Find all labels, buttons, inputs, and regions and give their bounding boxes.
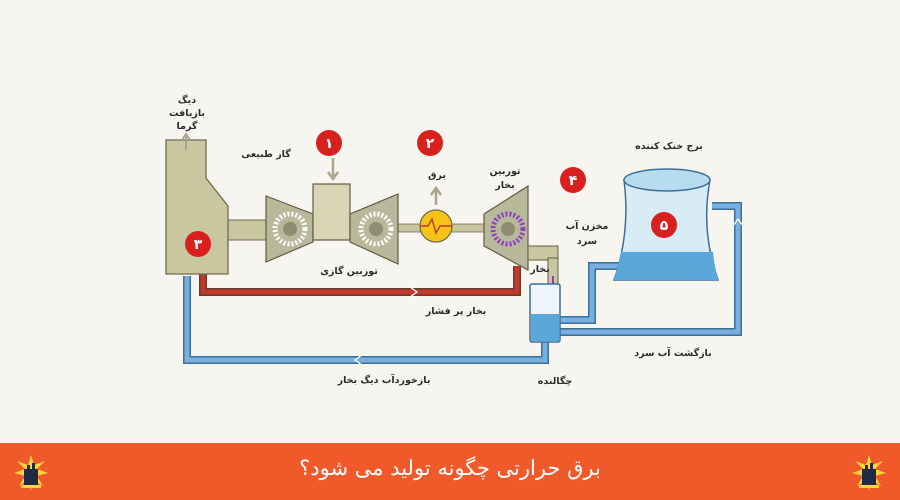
return-arrow — [732, 217, 744, 227]
badge-4: ۴ — [560, 167, 586, 193]
label-cold-water-tank-1: مخزن آب — [566, 219, 609, 232]
banner-title: برق حرارتی چگونه تولید می شود؟ — [299, 456, 601, 480]
svg-text:۴: ۴ — [569, 173, 578, 189]
label-hrsg-2: بازیافت — [169, 108, 205, 119]
label-electricity: برق — [428, 170, 446, 181]
logo-icon-right — [852, 455, 886, 491]
label-high-pressure-steam: بخار پر فشار — [425, 306, 486, 317]
hrsg-body — [165, 139, 229, 275]
condenser — [529, 283, 561, 343]
gas-turbine-rotor-1 — [272, 211, 308, 247]
label-hrsg-3: گرما — [177, 120, 198, 132]
power-plant-diagram: ۱ ۲ ۳ ۴ ۵ دیگ بازیافت گرما گاز طبیعی برق… — [165, 94, 744, 387]
badge-1: ۱ — [316, 130, 342, 156]
electricity-arrow — [429, 185, 443, 205]
label-cold-water-tank-2: سرد — [577, 236, 597, 247]
svg-text:۳: ۳ — [194, 237, 203, 253]
generator — [419, 209, 453, 243]
exhaust-duct — [227, 219, 269, 241]
label-steam-turbine-1: توربین — [490, 166, 521, 177]
label-hrsg-1: دیگ — [178, 94, 196, 106]
label-cooling-tower: برج خنک کننده — [635, 141, 703, 152]
badge-3: ۳ — [185, 231, 211, 257]
steam-turbine-rotor — [490, 211, 526, 247]
title-banner: برق حرارتی چگونه تولید می شود؟ — [0, 443, 900, 500]
steam-arrow — [409, 286, 419, 298]
combustor — [312, 183, 351, 241]
label-boiler-feedwater: بازخوردآب دیگ بخار — [337, 373, 431, 386]
gas-turbine-rotor-2 — [358, 211, 394, 247]
label-steam: بخار — [529, 264, 549, 275]
label-condenser: چگالنده — [538, 375, 572, 387]
svg-text:۲: ۲ — [426, 136, 435, 152]
label-steam-turbine-2: بخار — [494, 180, 514, 191]
badge-2: ۲ — [417, 130, 443, 156]
svg-text:۵: ۵ — [660, 218, 669, 234]
logo-icon-left — [14, 455, 48, 491]
hrsg-exhaust-arrow — [181, 132, 191, 150]
label-gas-turbine: توربین گازی — [320, 265, 378, 277]
badge-5: ۵ — [651, 212, 677, 238]
feedwater-arrow — [353, 354, 363, 366]
gas-inlet-arrow — [326, 158, 340, 182]
label-natural-gas: گاز طبیعی — [241, 148, 291, 160]
steam-exhaust-duct — [527, 245, 559, 261]
label-cold-water-return: بازگشت آب سرد — [634, 346, 711, 359]
svg-text:۱: ۱ — [325, 136, 334, 152]
